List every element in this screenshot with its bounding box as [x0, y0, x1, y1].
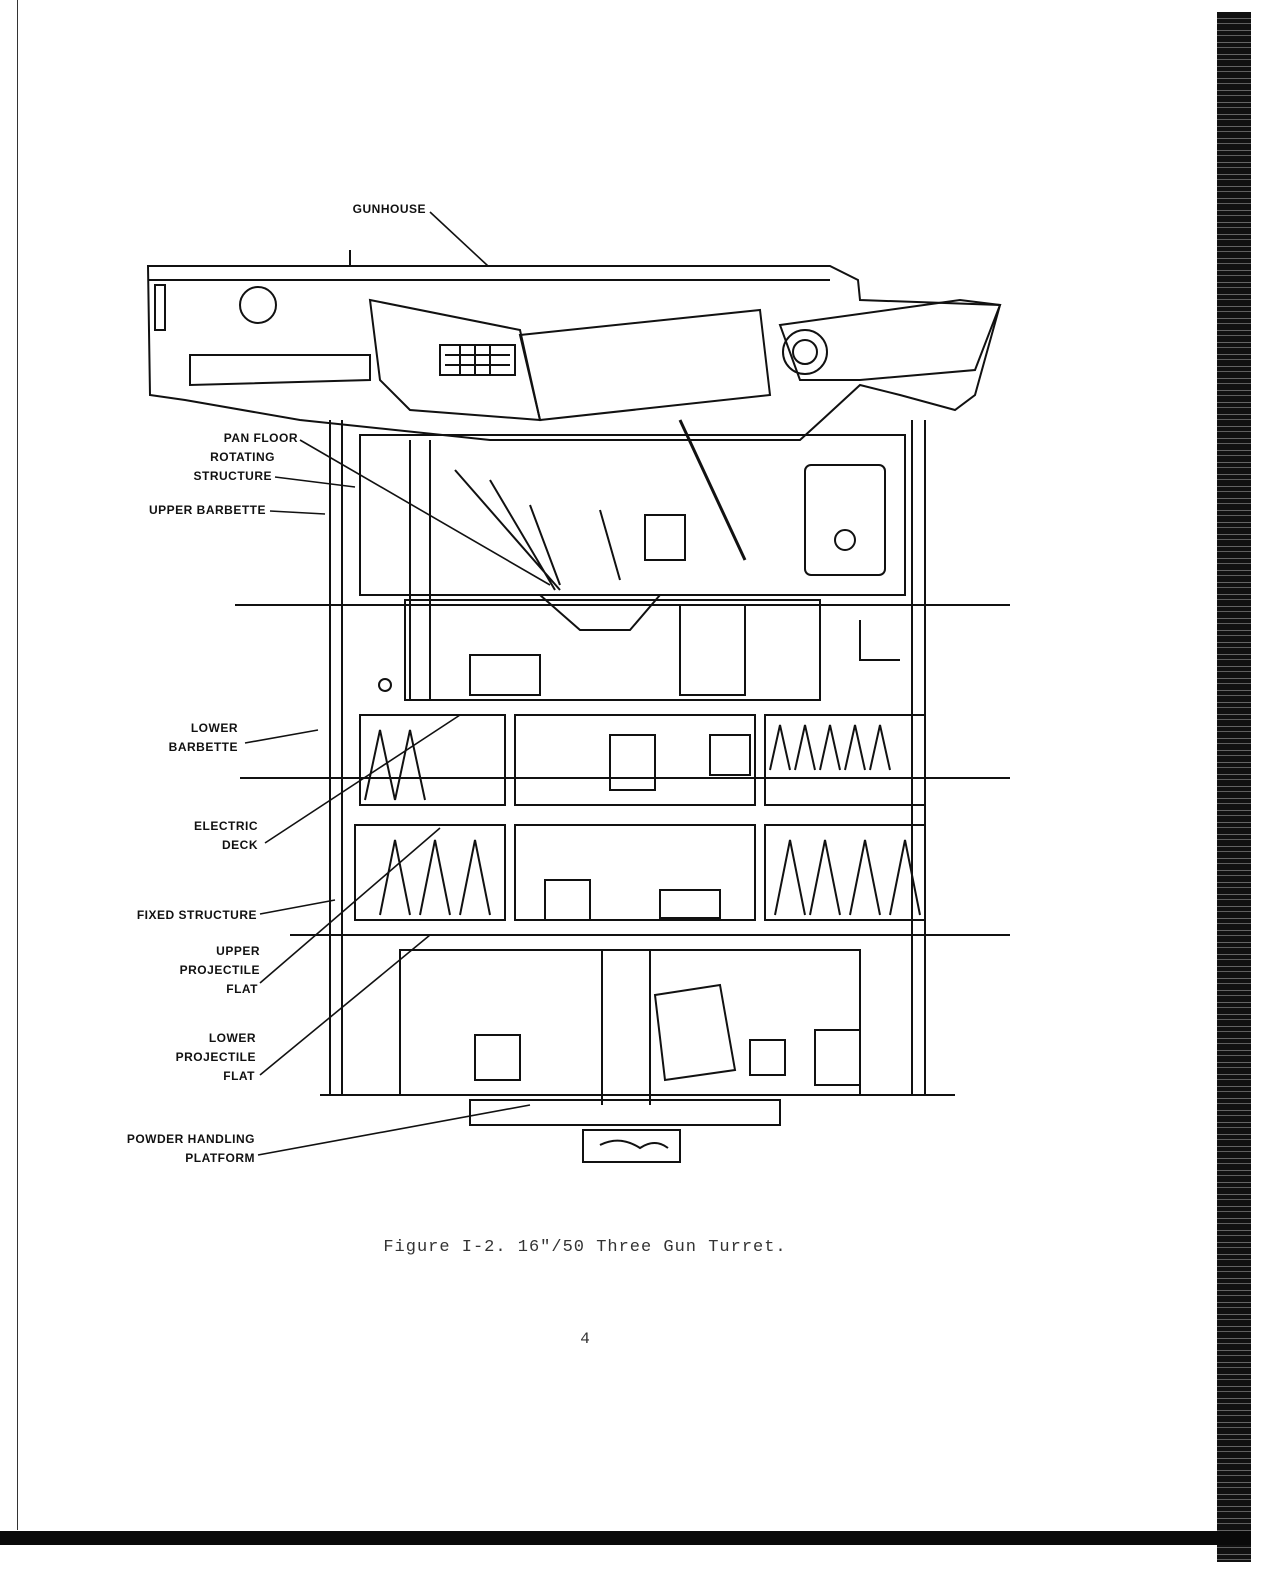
- label-upper: UPPER: [216, 944, 260, 958]
- leader-lines: [244, 211, 551, 1156]
- label-lower: LOWER: [191, 721, 238, 735]
- page-left-edge: [17, 0, 18, 1530]
- gun-barrel: [778, 298, 1002, 381]
- label-powder-handling: POWDER HANDLING: [127, 1132, 255, 1146]
- label-fixed-structure: FIXED STRUCTURE: [137, 908, 257, 922]
- label-structure: STRUCTURE: [194, 469, 273, 483]
- label-upper-barbette: UPPER BARBETTE: [149, 503, 266, 517]
- lower-column: [601, 950, 651, 1105]
- powder-hoist-base: [582, 1129, 681, 1163]
- gunhouse-outline: [146, 265, 1002, 441]
- label-flat-1: FLAT: [226, 982, 258, 996]
- label-flat-2: FLAT: [223, 1069, 255, 1083]
- callout-labels: GUNHOUSE PAN FLOOR ROTATING STRUCTURE UP…: [127, 202, 426, 1165]
- turret-structure: [146, 250, 1010, 1163]
- label-lower-2: LOWER: [209, 1031, 256, 1045]
- scan-noise: [1217, 12, 1251, 1562]
- electric-deck-compartment: [404, 599, 821, 701]
- figure-caption: Figure I-2. 16"/50 Three Gun Turret.: [383, 1238, 787, 1257]
- label-gunhouse: GUNHOUSE: [353, 202, 426, 216]
- label-pan-floor: PAN FLOOR: [224, 431, 298, 445]
- trunnion: [782, 329, 828, 375]
- upper-barbette-wall: [329, 420, 343, 1095]
- upper-projectile-stowage-left: [359, 714, 506, 806]
- powder-platform: [469, 1099, 781, 1126]
- label-barbette: BARBETTE: [169, 740, 238, 754]
- barbette-wall-right: [911, 420, 926, 1095]
- label-electric: ELECTRIC: [194, 819, 258, 833]
- label-rotating: ROTATING: [210, 450, 275, 464]
- center-column: [409, 440, 431, 700]
- scan-bottom-border: [0, 1531, 1251, 1545]
- label-projectile-1: PROJECTILE: [180, 963, 260, 977]
- label-projectile-2: PROJECTILE: [176, 1050, 256, 1064]
- scan-right-border: [1217, 12, 1251, 1562]
- label-platform: PLATFORM: [185, 1151, 255, 1165]
- upper-projectile-stowage-right: [764, 714, 926, 806]
- breech-block: [439, 344, 516, 376]
- lower-projectile-flat-compartment: [399, 949, 861, 1096]
- label-deck: DECK: [222, 838, 258, 852]
- pan-floor-compartment: [359, 434, 906, 596]
- gun-slide: [518, 308, 772, 422]
- page-number: 4: [580, 1330, 590, 1348]
